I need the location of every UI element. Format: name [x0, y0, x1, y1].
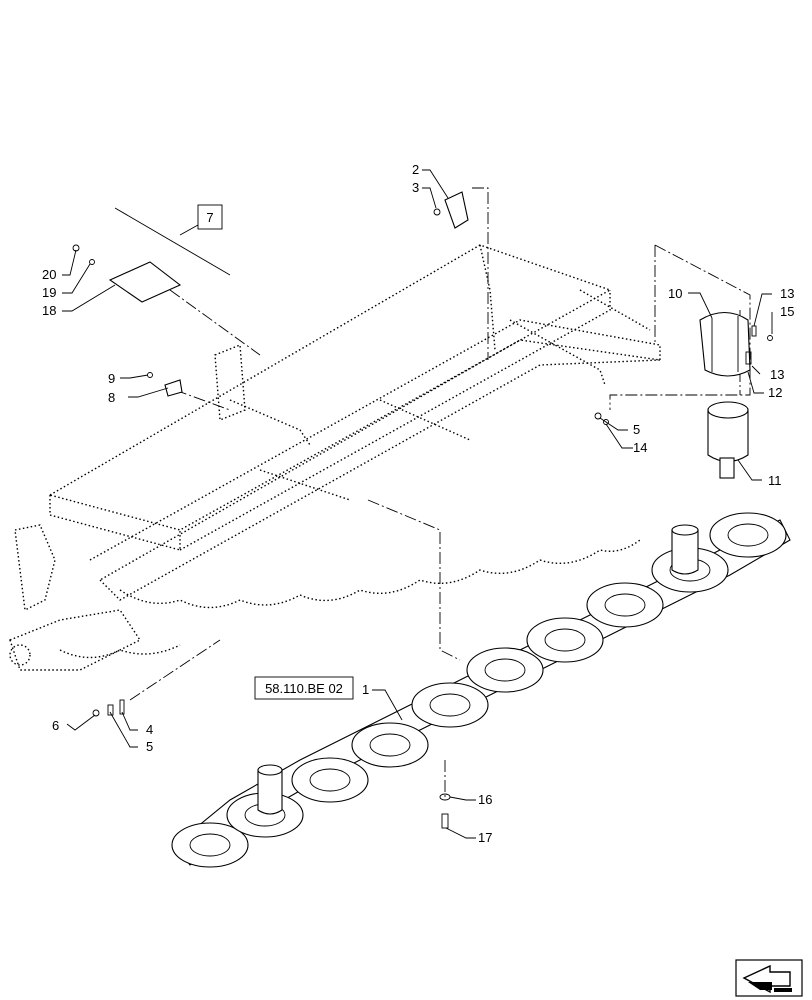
callout-3: 3 — [412, 180, 419, 195]
plate-item-18 — [72, 244, 182, 303]
callout-4: 4 — [146, 722, 153, 737]
callout-20: 20 — [42, 267, 56, 282]
callout-14: 14 — [633, 440, 647, 455]
callout-16: 16 — [478, 792, 492, 807]
callout-17: 17 — [478, 830, 492, 845]
callout-13-lower: 13 — [770, 367, 784, 382]
housing-cylinder — [707, 401, 749, 479]
callout-1: 1 — [362, 682, 369, 697]
cross-reference-label: 58.110.BE 02 — [265, 681, 343, 696]
callout-10: 10 — [668, 286, 682, 301]
hardware-items-16-17 — [439, 793, 451, 829]
cutterbar-assembly — [171, 512, 791, 868]
drive-hubs — [257, 524, 699, 815]
direction-arrow-icon — [735, 959, 803, 997]
callout-5-lower: 5 — [146, 739, 153, 754]
callout-12: 12 — [768, 385, 782, 400]
housing-shield — [699, 311, 751, 377]
section-reference: 7 — [114, 204, 231, 276]
leader-lines — [62, 169, 773, 839]
callout-11: 11 — [768, 473, 782, 488]
section-reference-label: 7 — [206, 210, 213, 225]
cross-reference: 58.110.BE 02 — [254, 676, 354, 700]
mower-frame — [9, 244, 661, 671]
cutter-discs — [171, 512, 787, 868]
callout-13-upper: 13 — [780, 286, 794, 301]
callout-8: 8 — [108, 390, 115, 405]
callout-5-upper: 5 — [633, 422, 640, 437]
hardware-items-4-5-6 — [92, 699, 125, 717]
callout-15: 15 — [780, 304, 794, 319]
callout-9: 9 — [108, 371, 115, 386]
callout-6: 6 — [52, 718, 59, 733]
callout-numbers: 1 2 3 4 5 5 6 8 9 10 11 12 13 13 14 15 1… — [42, 162, 794, 845]
clip-item-8 — [147, 372, 183, 397]
callout-18: 18 — [42, 303, 56, 318]
bracket-item-2 — [433, 191, 469, 229]
callout-19: 19 — [42, 285, 56, 300]
callout-2: 2 — [412, 162, 419, 177]
